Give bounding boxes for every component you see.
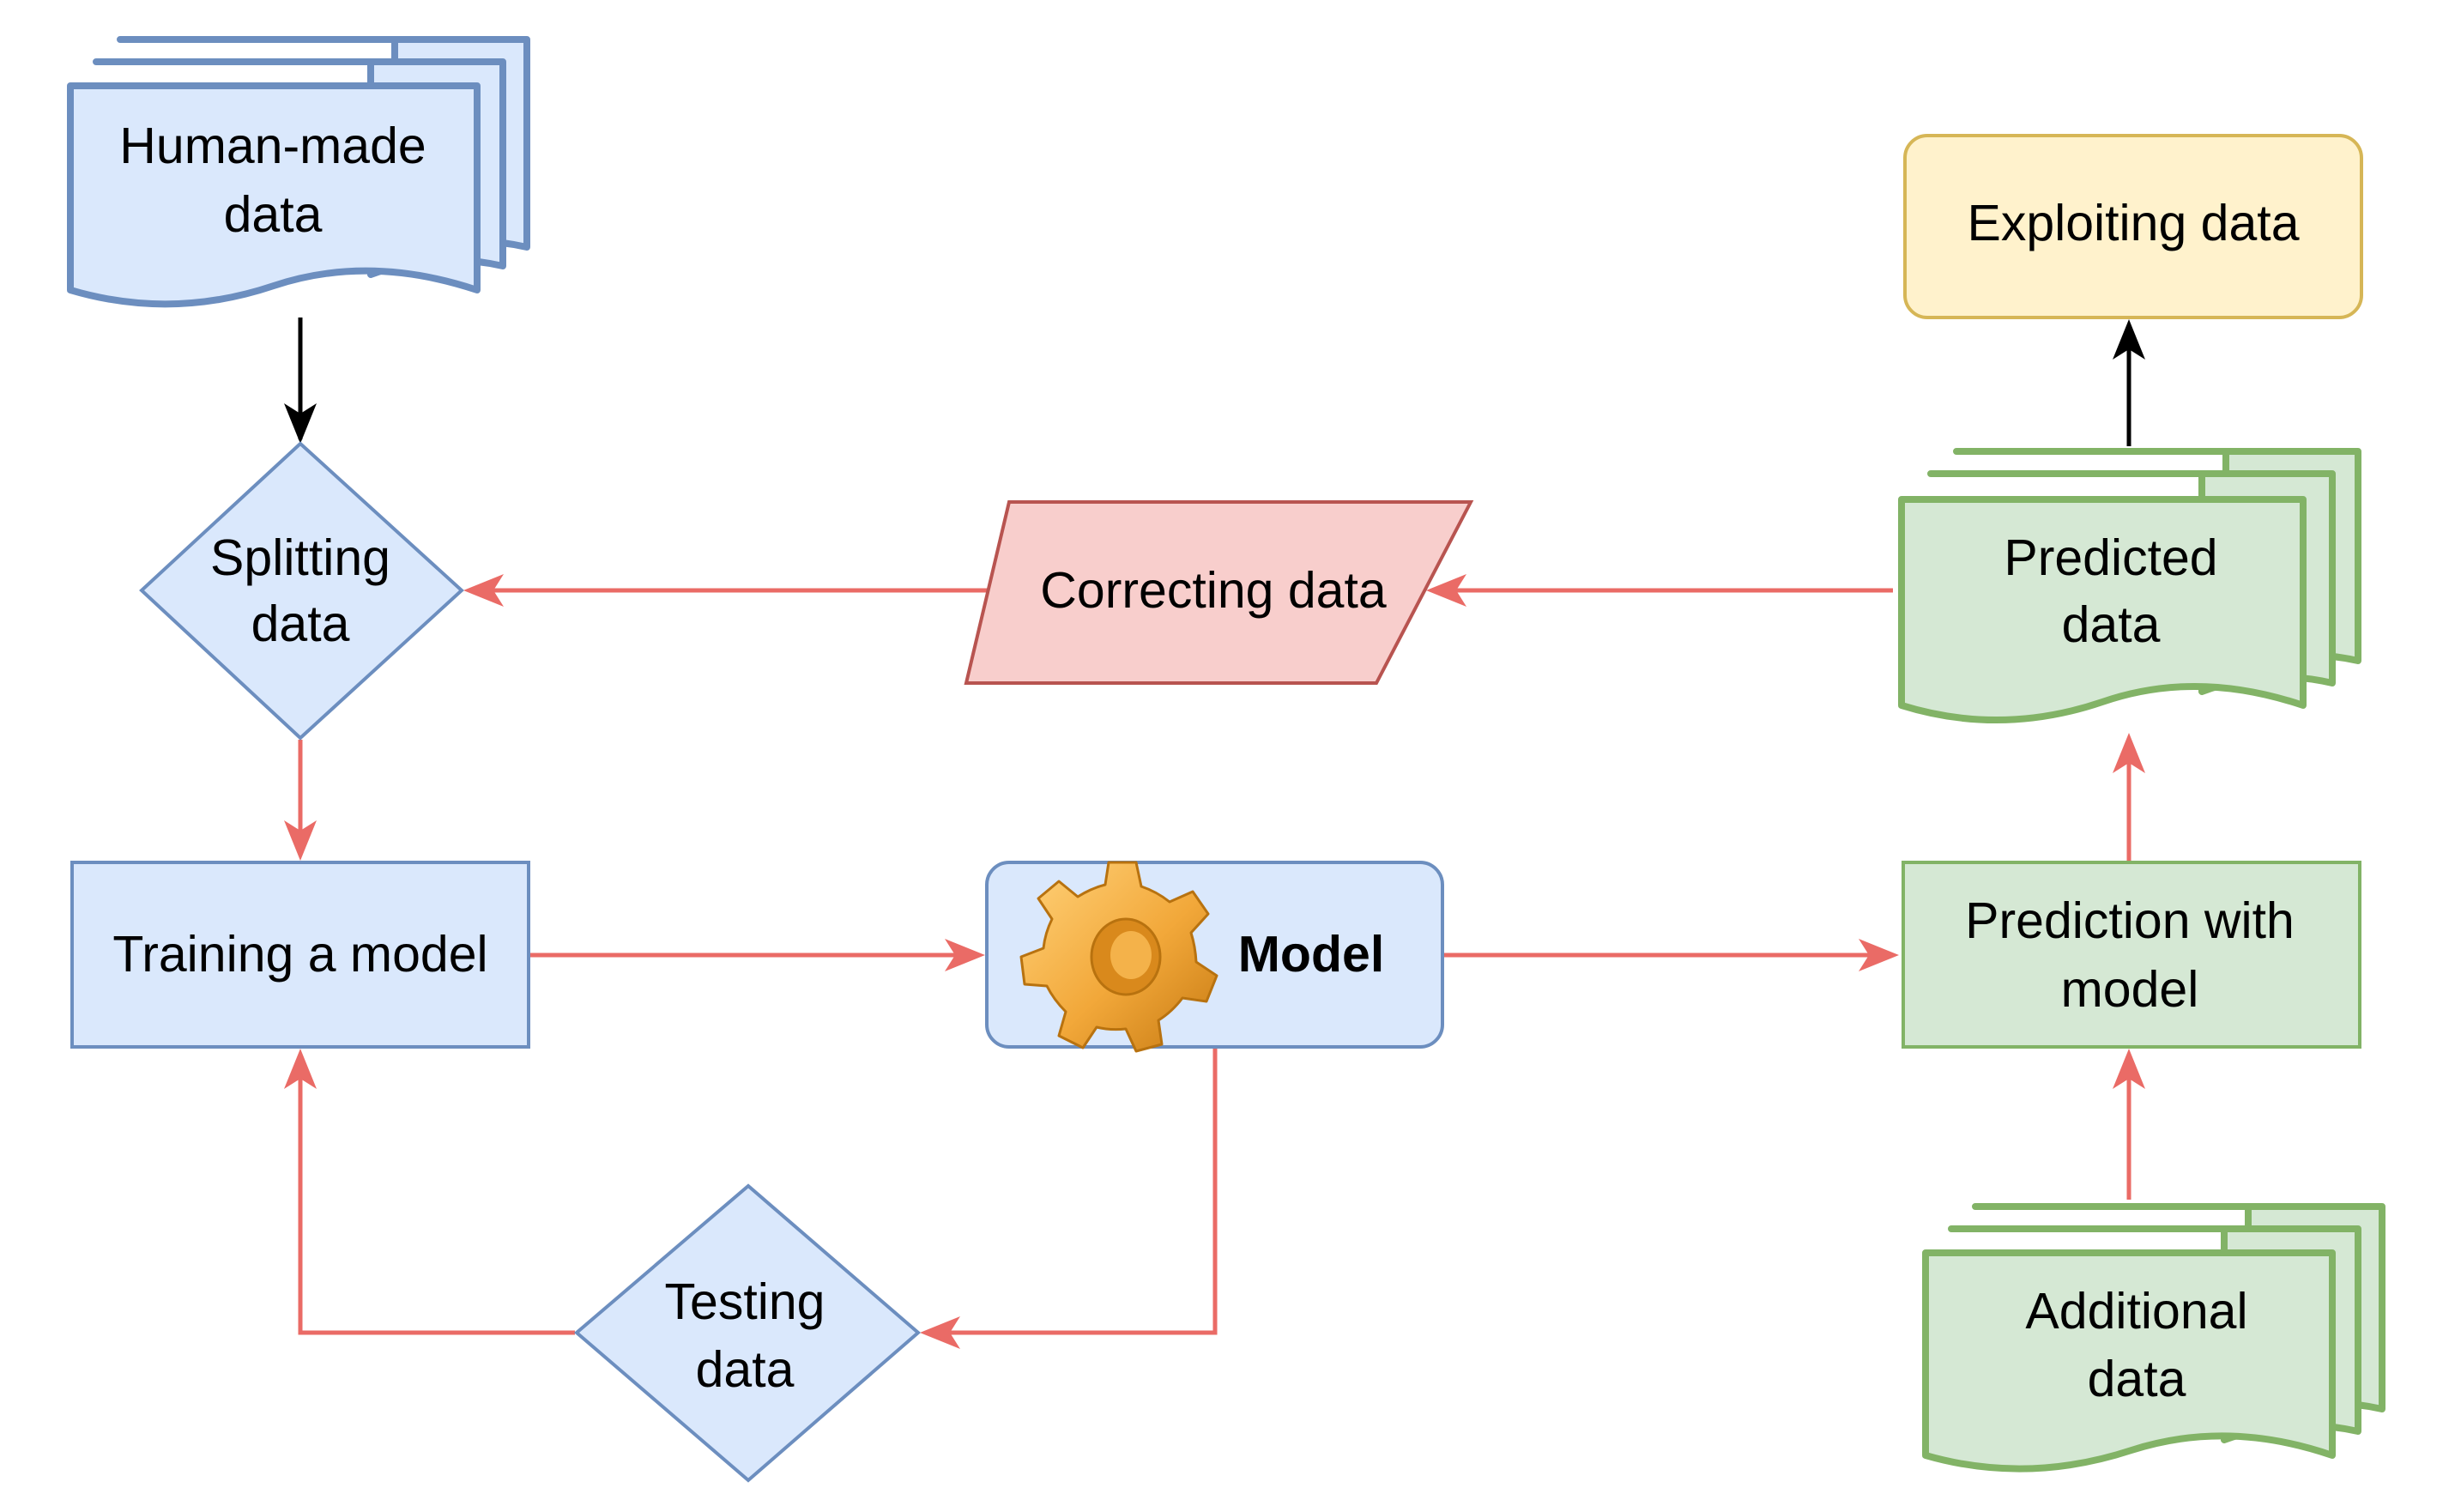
node-correcting-data: Correcting data bbox=[964, 500, 1474, 685]
node-label: Model bbox=[1238, 926, 1384, 983]
node-label: Prediction with bbox=[1965, 892, 2295, 949]
arrowhead-predicted-to-correcting bbox=[1426, 574, 1466, 607]
edge-testing-to-training bbox=[298, 1064, 575, 1335]
process-shape bbox=[70, 861, 530, 1049]
node-additional-data: Additional data bbox=[1922, 1203, 2385, 1473]
gear-icon bbox=[1019, 861, 1218, 1053]
edges bbox=[284, 318, 2145, 1349]
arrowhead-predicted-to-exploiting bbox=[2113, 319, 2145, 360]
node-label: data bbox=[2062, 596, 2161, 653]
arrowhead-testing-to-training bbox=[284, 1049, 317, 1089]
node-testing-data: Testing data bbox=[573, 1183, 922, 1483]
node-label: Splitting bbox=[210, 529, 390, 586]
node-label: data bbox=[696, 1341, 795, 1398]
node-label: Exploiting data bbox=[1967, 195, 2299, 251]
document-shape bbox=[67, 82, 481, 308]
arrowhead-splitting-to-training bbox=[284, 820, 317, 861]
diamond-shape bbox=[139, 441, 464, 741]
document-shape bbox=[1922, 1249, 2336, 1473]
node-label: data bbox=[224, 186, 323, 243]
arrowhead-additional-to-prediction bbox=[2113, 1049, 2145, 1089]
node-human-made-data: Human-made data bbox=[67, 36, 530, 308]
process-shape bbox=[1902, 861, 2361, 1049]
node-label: Training a model bbox=[112, 926, 487, 983]
node-label: Testing bbox=[665, 1273, 825, 1330]
node-label: Predicted bbox=[2004, 529, 2217, 586]
arrowhead-model-to-prediction bbox=[1859, 939, 1899, 971]
node-model: Model bbox=[985, 861, 1444, 1053]
arrowhead-training-to-model bbox=[945, 939, 985, 971]
arrowhead-prediction-to-predicted bbox=[2113, 733, 2145, 773]
diamond-shape bbox=[573, 1183, 922, 1483]
arrowhead-human-to-splitting bbox=[284, 403, 317, 444]
node-predicted-data: Predicted data bbox=[1898, 448, 2361, 723]
edge-model-to-testing bbox=[935, 1049, 1218, 1335]
node-label: Additional bbox=[2025, 1283, 2247, 1340]
input-output-shape bbox=[964, 500, 1474, 685]
node-label: data bbox=[2088, 1351, 2186, 1407]
document-shape bbox=[1898, 496, 2307, 723]
node-label: Correcting data bbox=[1040, 562, 1387, 619]
node-splitting-data: Splitting data bbox=[139, 441, 464, 741]
process-shape bbox=[1903, 134, 2363, 319]
node-exploiting-data: Exploiting data bbox=[1903, 134, 2363, 319]
node-label: Human-made bbox=[119, 118, 426, 174]
node-prediction-with-model: Prediction with model bbox=[1902, 861, 2361, 1049]
node-label: model bbox=[2061, 961, 2199, 1018]
arrowhead-correcting-to-splitting bbox=[463, 574, 504, 607]
arrowhead-model-to-testing bbox=[920, 1316, 960, 1349]
node-label: data bbox=[251, 596, 350, 652]
node-training-a-model: Training a model bbox=[70, 861, 530, 1049]
